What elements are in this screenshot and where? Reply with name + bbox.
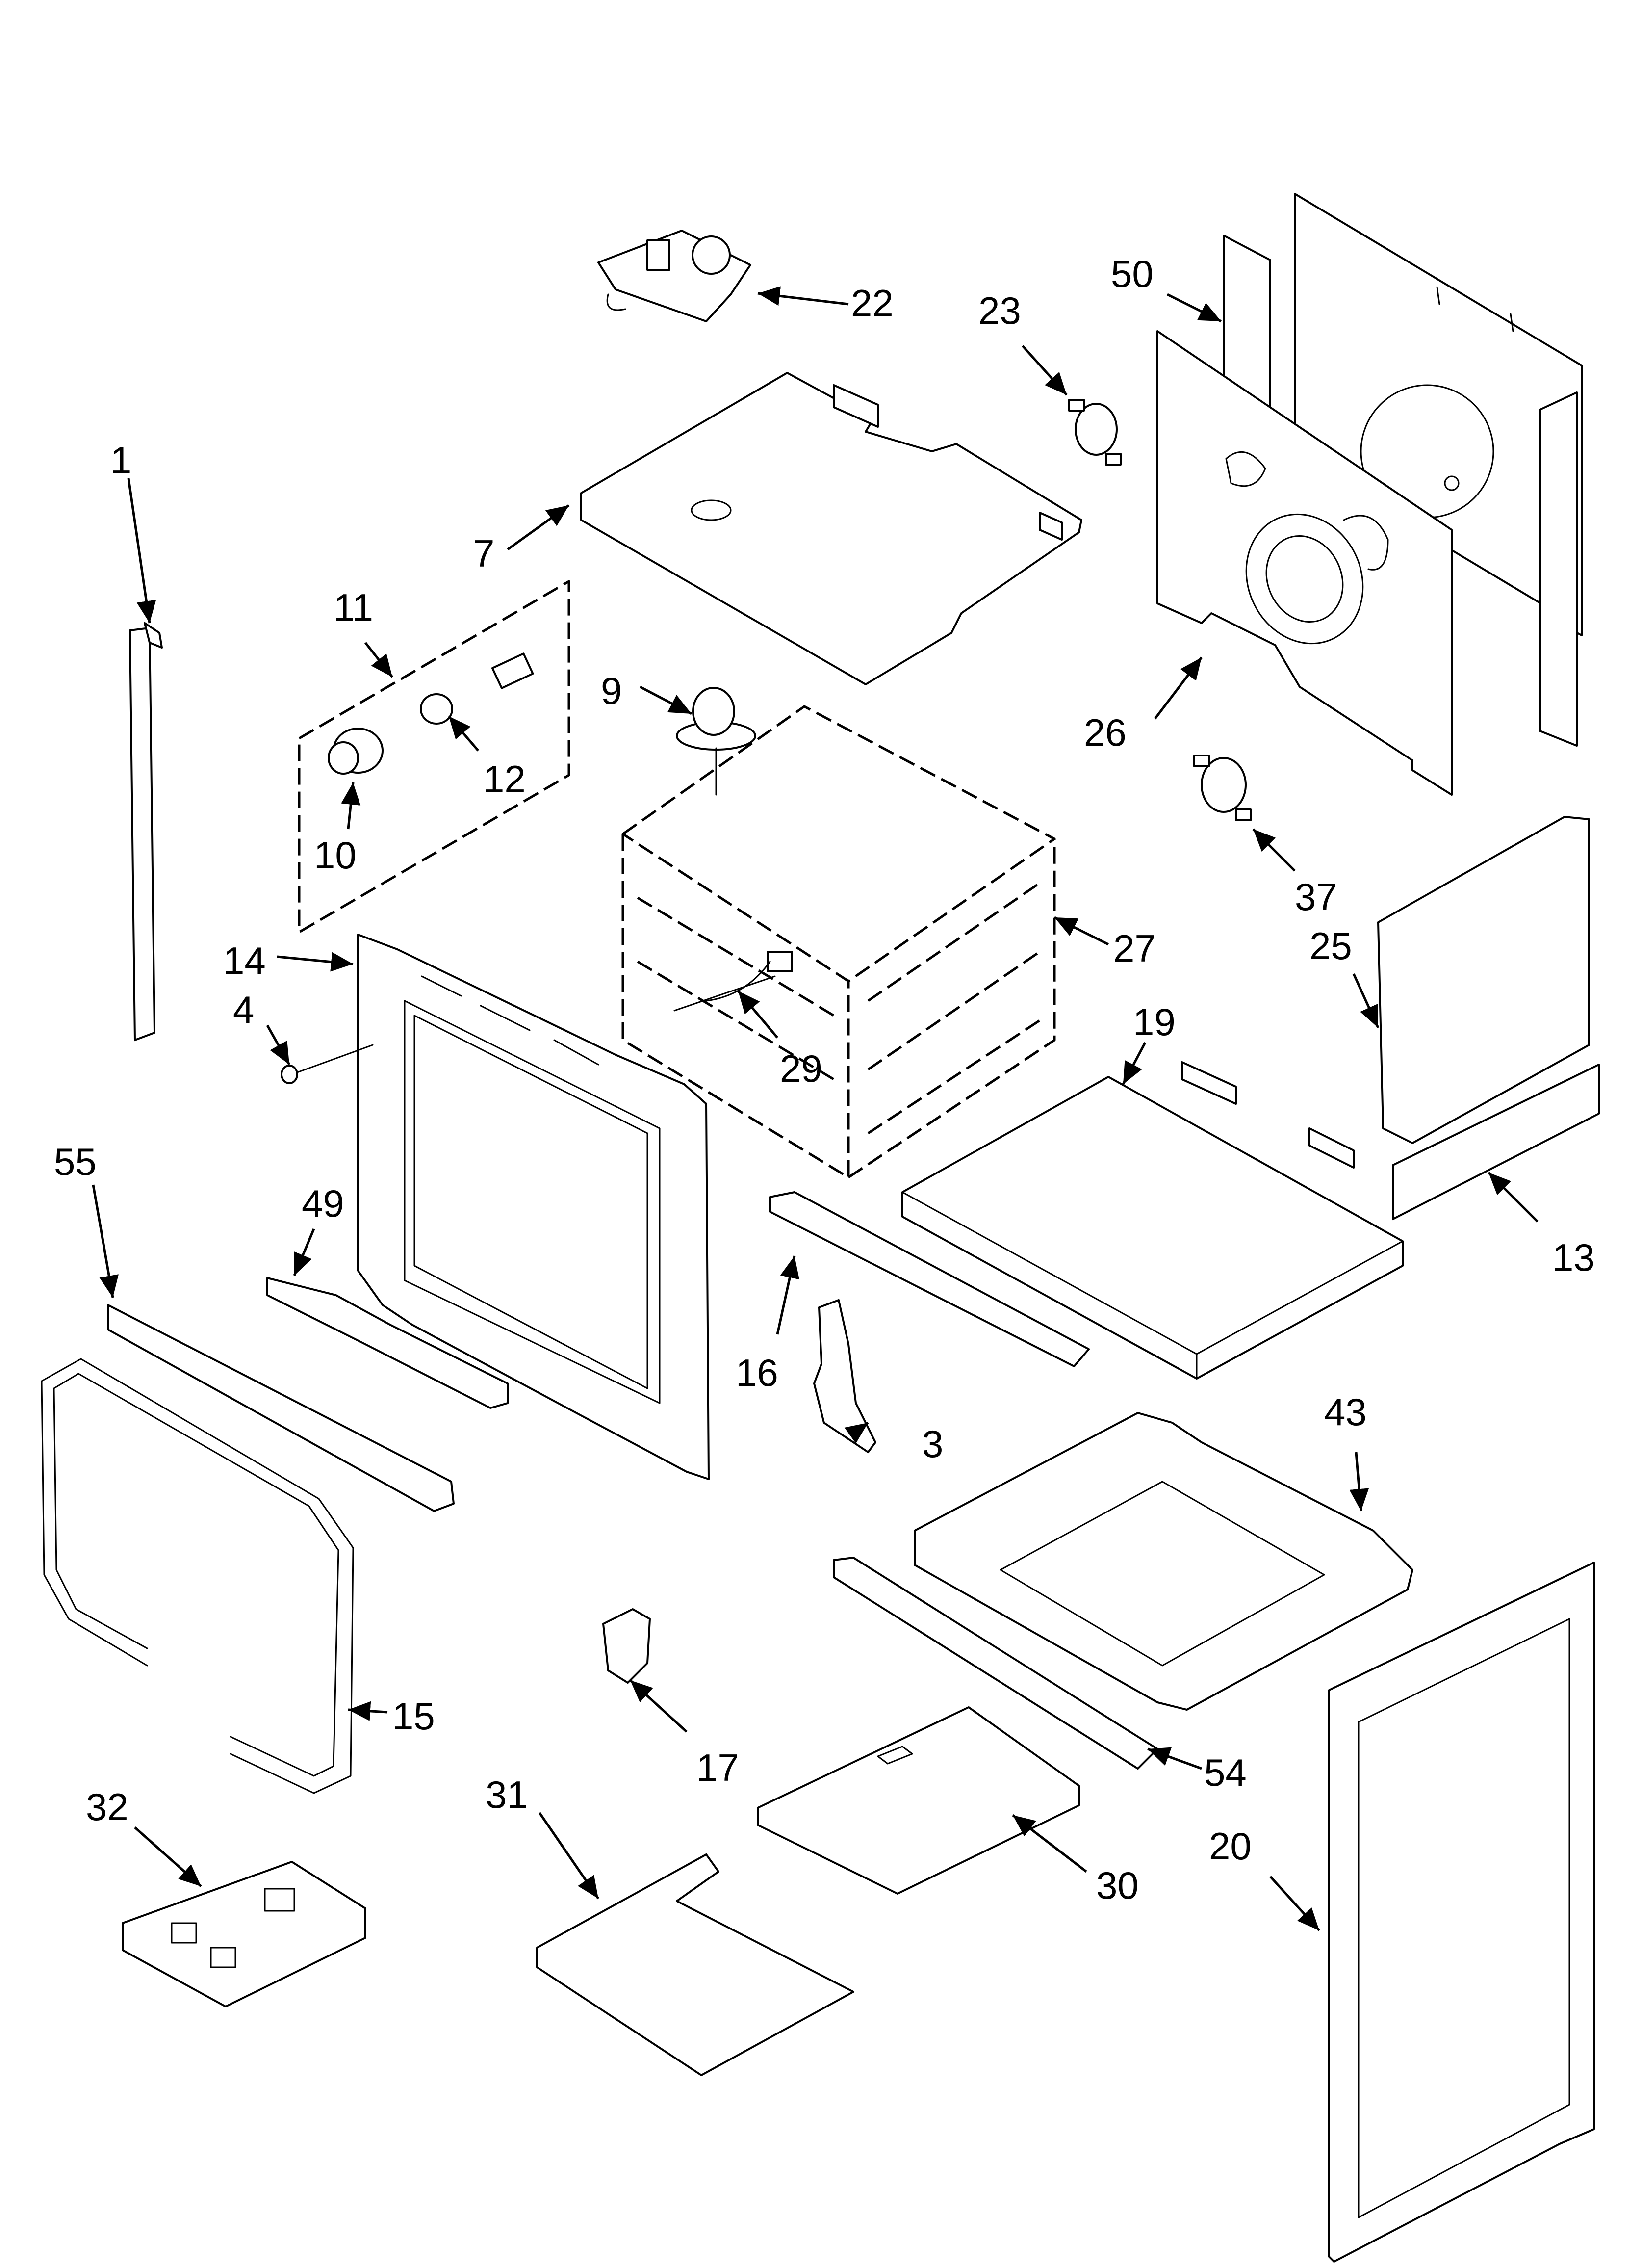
part-20-door-panel — [1328, 1562, 1595, 2263]
callout-12: 12 — [483, 757, 526, 801]
part-7-top-panel — [580, 372, 1082, 685]
callout-32: 32 — [86, 1785, 128, 1828]
part-25-side-panel — [1377, 816, 1590, 1144]
callout-3: 3 — [922, 1422, 943, 1465]
callout-22: 22 — [851, 282, 894, 325]
part-19-oven-bottom — [901, 1061, 1404, 1380]
callout-37: 37 — [1295, 875, 1337, 918]
callout-29: 29 — [780, 1047, 822, 1090]
callout-1: 1 — [110, 439, 131, 482]
callout-27: 27 — [1113, 927, 1156, 970]
callout-26: 26 — [1084, 711, 1127, 754]
part-29-probe — [673, 951, 793, 1012]
part-3-bracket — [813, 1299, 876, 1453]
part-55-trim-bracket — [107, 1304, 455, 1512]
callout-labels: 1 3 4 7 9 10 11 12 13 14 15 16 17 19 20 … — [54, 252, 1595, 1907]
callout-4: 4 — [233, 988, 254, 1031]
callout-13: 13 — [1552, 1236, 1595, 1279]
callout-30: 30 — [1096, 1864, 1139, 1907]
callout-50: 50 — [1111, 252, 1154, 295]
part-43-bottom-tray — [914, 1412, 1413, 1711]
callout-43: 43 — [1324, 1390, 1367, 1434]
callout-16: 16 — [736, 1351, 778, 1394]
part-27-oven-cavity — [621, 705, 1056, 1179]
callout-10: 10 — [314, 834, 357, 877]
part-49-duct — [266, 1277, 509, 1409]
part-14-front-frame — [357, 934, 710, 1480]
callout-49: 49 — [302, 1182, 344, 1225]
part-26-back-panel — [1156, 330, 1453, 796]
callout-14: 14 — [223, 939, 266, 982]
callout-9: 9 — [601, 669, 622, 712]
part-50-rear-panel — [1223, 193, 1583, 747]
callout-11: 11 — [334, 586, 373, 629]
callout-25: 25 — [1309, 924, 1352, 967]
part-31-panel — [536, 1853, 854, 2076]
callout-23: 23 — [978, 289, 1021, 332]
part-11-control-group — [298, 580, 570, 934]
part-1-side-trim — [129, 622, 163, 1041]
part-16-rail — [769, 1191, 1090, 1367]
callout-15: 15 — [392, 1694, 435, 1738]
part-15-door-gasket — [41, 1358, 354, 1794]
callout-54: 54 — [1204, 1751, 1247, 1794]
callout-20: 20 — [1209, 1825, 1252, 1868]
part-17-clip — [602, 1608, 651, 1684]
leader-lines — [92, 286, 1539, 1931]
callout-7: 7 — [473, 532, 494, 575]
callout-17: 17 — [696, 1746, 739, 1789]
part-23-thermal-cutout — [1068, 399, 1122, 466]
callout-55: 55 — [54, 1140, 97, 1183]
part-32-control-board — [122, 1861, 366, 2007]
part-9-oven-sensor — [676, 687, 756, 796]
part-4-screw — [281, 1044, 374, 1084]
part-30-panel — [757, 1706, 1080, 1895]
part-37-thermal-cutout — [1193, 755, 1252, 821]
callout-31: 31 — [486, 1773, 528, 1816]
part-13-bottom-strip — [1392, 1064, 1600, 1220]
part-22-latch-assembly — [597, 230, 751, 322]
callout-19: 19 — [1133, 1000, 1176, 1043]
